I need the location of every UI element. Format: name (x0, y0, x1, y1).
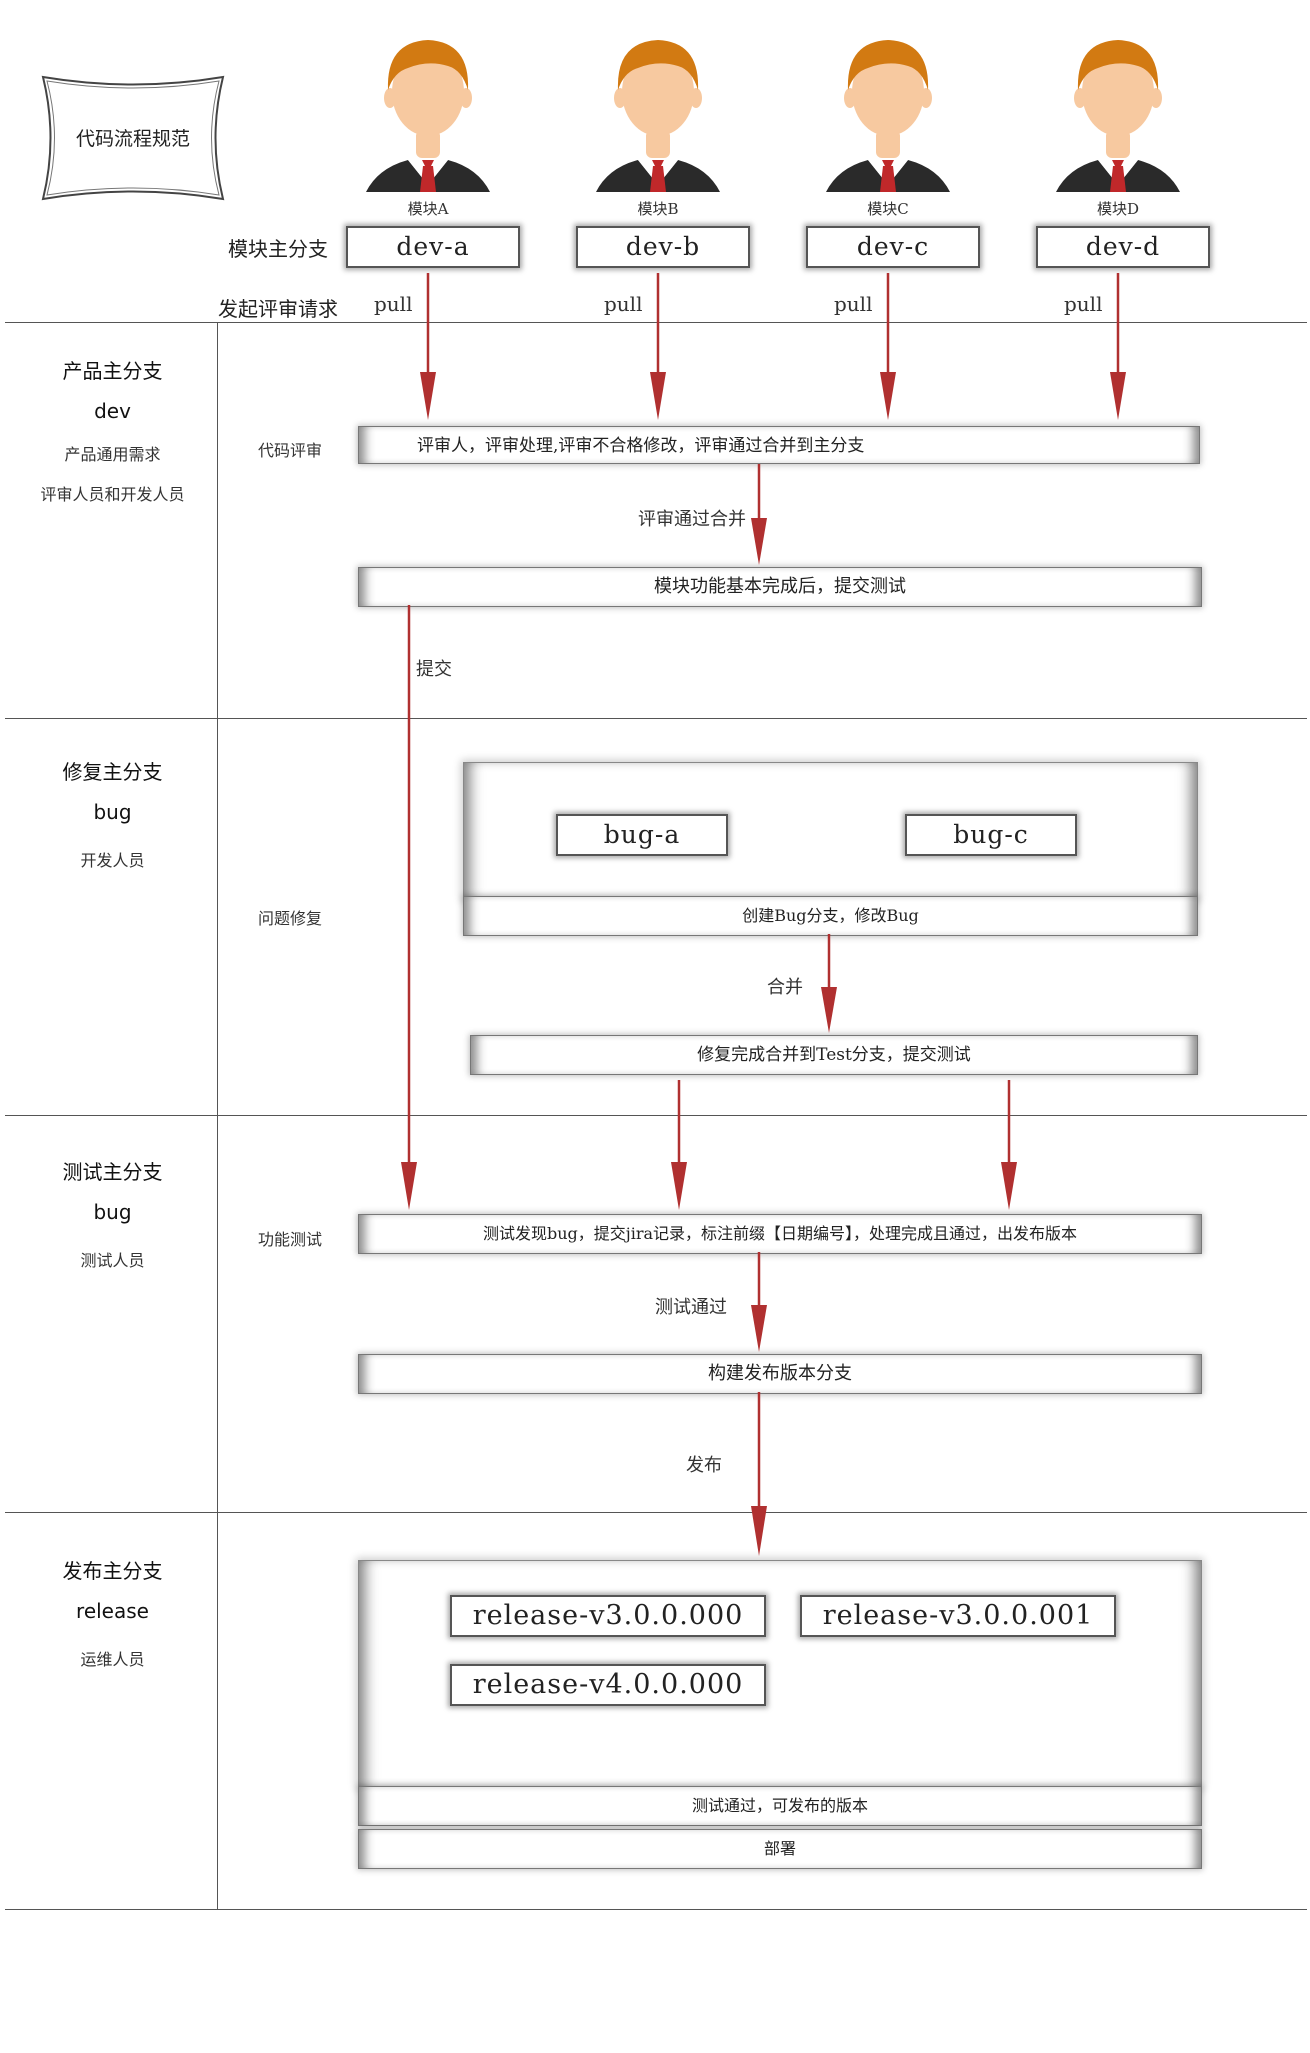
release-box-1: release-v3.0.0.000 (450, 1595, 766, 1637)
pull-label-d: pull (1064, 292, 1103, 316)
lane-dev-branch: dev (94, 399, 131, 423)
arrow-test-pass-head (751, 1305, 767, 1352)
avatar: 模块B (588, 20, 728, 218)
branch-box-dev-c: dev-c (806, 226, 980, 268)
bar-release-ok: 测试通过，可发布的版本 (358, 1786, 1202, 1826)
avatar-module-name: 模块C (867, 200, 909, 218)
avatar-module-name: 模块D (1096, 200, 1140, 218)
title-badge: 代码流程规范 (38, 72, 228, 204)
person-icon (596, 40, 720, 192)
step-bug-fix: 问题修复 (258, 909, 323, 928)
lane-test-title: 测试主分支 (62, 1160, 163, 1184)
avatar: 模块C (818, 20, 958, 218)
lane-divider-5 (5, 1909, 1307, 1910)
module-branch-label: 模块主分支 (228, 237, 328, 261)
lane-divider-2 (5, 718, 1307, 719)
branch-box-bug-c: bug-c (905, 814, 1077, 856)
lane-test-desc1: 测试人员 (80, 1251, 145, 1270)
pull-label-a: pull (374, 292, 413, 316)
person-icon (826, 40, 950, 192)
avatar: 模块A (358, 20, 498, 218)
branch-box-dev-a: dev-a (346, 226, 520, 268)
branch-box-bug-a: bug-a (556, 814, 728, 856)
arrow-label-publish: 发布 (684, 1451, 724, 1477)
arrow-publish-head (751, 1506, 767, 1556)
arrow-pull-d-head (1110, 372, 1126, 420)
bar-review: 评审人，评审处理,评审不合格修改，评审通过合并到主分支 (358, 426, 1200, 464)
arrow-label-merge: 合并 (765, 973, 805, 999)
lane-release-title: 发布主分支 (62, 1559, 163, 1583)
avatar-module-name: 模块B (637, 200, 679, 218)
lane-bug-desc1: 开发人员 (80, 851, 145, 870)
bar-deploy: 部署 (358, 1829, 1202, 1869)
release-box-3: release-v4.0.0.000 (450, 1664, 766, 1706)
pull-label-c: pull (834, 292, 873, 316)
lane-dev-title: 产品主分支 (62, 359, 163, 383)
bar-create-bug: 创建Bug分支，修改Bug (463, 896, 1198, 936)
release-box-2: release-v3.0.0.001 (800, 1595, 1116, 1637)
pull-label-b: pull (604, 292, 643, 316)
lane-dev-desc1: 产品通用需求 (64, 445, 161, 464)
avatar: 模块D (1048, 20, 1188, 218)
arrow-pull-b-head (650, 372, 666, 420)
arrow-pull-a-head (420, 372, 436, 420)
branch-box-dev-b: dev-b (576, 226, 750, 268)
arrow-merge-head (821, 987, 837, 1033)
bar-build-release: 构建发布版本分支 (358, 1354, 1202, 1394)
lane-dev-desc2: 评审人员和开发人员 (40, 485, 185, 504)
arrow-fix-2-head (1001, 1162, 1017, 1210)
lane-divider-3 (5, 1115, 1307, 1116)
avatar-module-name: 模块A (407, 200, 449, 218)
lane-header-divider (217, 322, 218, 1909)
lane-divider-1 (5, 322, 1307, 323)
review-request-label: 发起评审请求 (218, 297, 338, 321)
title-badge-frame (41, 75, 225, 201)
lane-divider-4 (5, 1512, 1307, 1513)
step-code-review: 代码评审 (258, 441, 323, 460)
lane-release-desc1: 运维人员 (80, 1650, 145, 1669)
lane-test-branch: bug (93, 1200, 132, 1224)
bar-fix-done: 修复完成合并到Test分支，提交测试 (470, 1035, 1198, 1075)
bar-module-done: 模块功能基本完成后，提交测试 (358, 567, 1202, 607)
lane-bug-title: 修复主分支 (62, 760, 163, 784)
arrow-fix-1-head (671, 1162, 687, 1210)
page-title: 代码流程规范 (75, 128, 190, 150)
arrow-submit-head (401, 1162, 417, 1210)
person-icon (366, 40, 490, 192)
lane-bug-branch: bug (93, 800, 132, 824)
arrow-label-submit: 提交 (414, 655, 454, 681)
person-icon (1056, 40, 1180, 192)
arrow-label-review-pass: 评审通过合并 (636, 505, 748, 531)
branch-box-dev-d: dev-d (1036, 226, 1210, 268)
step-func-test: 功能测试 (258, 1230, 323, 1249)
arrow-review-pass-head (751, 518, 767, 565)
lane-release-branch: release (76, 1599, 149, 1623)
arrow-pull-c-head (880, 372, 896, 420)
bar-test-found: 测试发现bug，提交jira记录，标注前缀【日期编号】，处理完成且通过，出发布版… (358, 1214, 1202, 1254)
arrow-label-test-pass: 测试通过 (653, 1293, 729, 1319)
